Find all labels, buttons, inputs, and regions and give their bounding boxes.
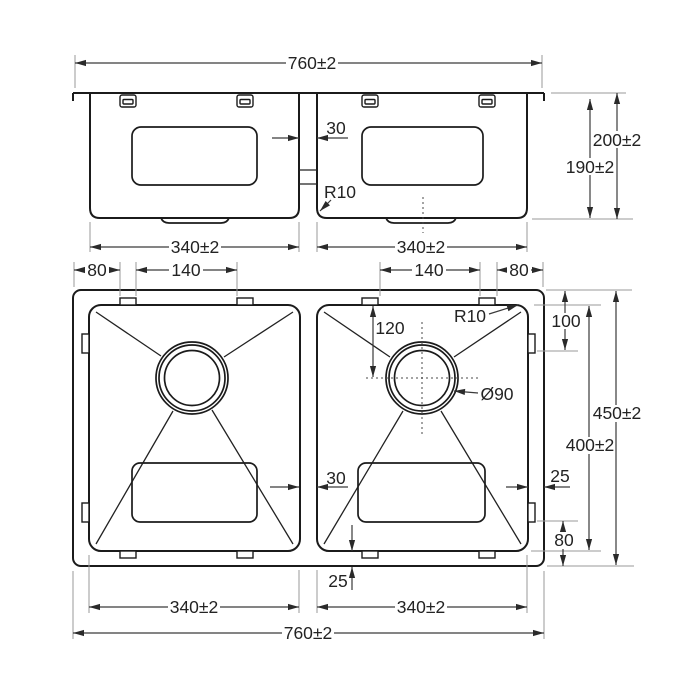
mounting-clip bbox=[361, 297, 379, 306]
front-right-drain-bump bbox=[385, 217, 457, 224]
front-rim-line bbox=[72, 92, 545, 101]
plan-right-drain-recess bbox=[357, 462, 486, 523]
plan-left-bowl bbox=[88, 304, 301, 552]
dim-plan-clip-spacing-left-label: 140 bbox=[171, 260, 200, 280]
front-left-recess-window bbox=[131, 126, 258, 186]
dim-plan-corner-radius-label: R10 bbox=[454, 306, 486, 326]
mounting-clip bbox=[478, 550, 496, 559]
plan-left-drain bbox=[155, 341, 229, 415]
front-divider-step-lines bbox=[299, 169, 317, 185]
front-view: 760±2 340±2 340±2 30 R10 190±2 200±2 bbox=[72, 53, 643, 257]
dim-plan-rim-right-label: 25 bbox=[550, 466, 569, 486]
dim-plan-right-bowl-width-label: 340±2 bbox=[397, 597, 446, 617]
front-view-dimensions: 760±2 340±2 340±2 30 R10 190±2 200±2 bbox=[74, 53, 643, 257]
front-view-mounting-clips bbox=[119, 94, 496, 108]
plan-view-mounting-clips bbox=[81, 297, 536, 559]
plan-left-drain-recess bbox=[131, 462, 258, 523]
mounting-clip bbox=[478, 297, 496, 306]
mounting-clip bbox=[478, 94, 496, 108]
dim-front-overall-depth-label: 200±2 bbox=[593, 130, 642, 150]
mounting-clip bbox=[81, 333, 90, 354]
dim-plan-left-bowl-width-label: 340±2 bbox=[170, 597, 219, 617]
front-view-outline bbox=[72, 92, 545, 233]
plan-left-bowl-slope-lines bbox=[95, 311, 294, 545]
plan-view-dimensions: 80 140 140 80 120 R10 Ø90 30 25 80 100 4… bbox=[72, 260, 643, 643]
dim-plan-drain-diameter-label: Ø90 bbox=[480, 384, 513, 404]
plan-outer-rim bbox=[72, 289, 545, 567]
dim-plan-offset-left-label: 80 bbox=[87, 260, 107, 280]
dim-front-overall-width-label: 760±2 bbox=[288, 53, 337, 73]
mounting-clip bbox=[119, 297, 137, 306]
dim-plan-clip-offset-top-label: 100 bbox=[551, 311, 580, 331]
mounting-clip bbox=[236, 94, 254, 108]
plan-view: 80 140 140 80 120 R10 Ø90 30 25 80 100 4… bbox=[72, 260, 643, 643]
dim-front-bowl-depth-label: 190±2 bbox=[566, 157, 615, 177]
dim-plan-length-bowl-label: 400±2 bbox=[566, 435, 615, 455]
dim-plan-overall-width-label: 760±2 bbox=[284, 623, 333, 643]
front-left-bowl-outline bbox=[89, 93, 300, 219]
front-left-drain-bump bbox=[160, 217, 230, 224]
plan-right-bowl bbox=[316, 304, 529, 552]
mounting-clip bbox=[527, 502, 536, 523]
dim-front-right-bowl-width-label: 340±2 bbox=[397, 237, 446, 257]
dim-plan-divider-width-label: 30 bbox=[326, 468, 346, 488]
dim-plan-clip-spacing-right-label: 140 bbox=[414, 260, 443, 280]
dim-front-left-bowl-width-label: 340±2 bbox=[171, 237, 220, 257]
dim-front-corner-radius-label: R10 bbox=[324, 182, 356, 202]
dim-plan-length-overall-label: 450±2 bbox=[593, 403, 642, 423]
mounting-clip bbox=[81, 502, 90, 523]
mounting-clip bbox=[236, 297, 254, 306]
mounting-clip bbox=[236, 550, 254, 559]
mounting-clip bbox=[527, 333, 536, 354]
front-right-bowl-outline bbox=[316, 93, 528, 219]
plan-view-outline bbox=[72, 289, 545, 567]
mounting-clip bbox=[361, 94, 379, 108]
dim-plan-clip-offset-bottom-label: 80 bbox=[554, 530, 574, 550]
plan-right-bowl-slope-lines bbox=[323, 311, 522, 545]
mounting-clip bbox=[119, 94, 137, 108]
dim-plan-offset-right-label: 80 bbox=[509, 260, 529, 280]
front-right-recess-window bbox=[361, 126, 484, 186]
dim-plan-drain-offset-label: 120 bbox=[375, 318, 404, 338]
dim-plan-rim-bottom-label: 25 bbox=[328, 571, 347, 591]
mounting-clip bbox=[119, 550, 137, 559]
plan-drain-crosshair bbox=[366, 322, 480, 436]
mounting-clip bbox=[361, 550, 379, 559]
dim-front-divider-width-label: 30 bbox=[326, 118, 346, 138]
